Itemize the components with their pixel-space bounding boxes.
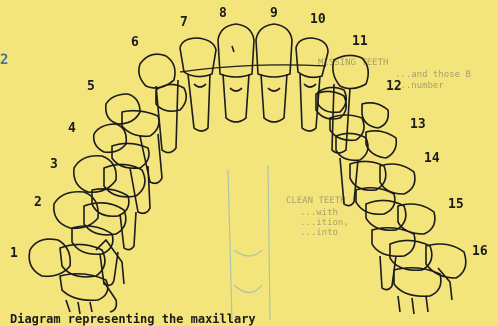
tooth-number-5: 5: [87, 79, 95, 94]
tooth-number-8: 8: [219, 6, 227, 21]
tooth-number-6: 6: [131, 35, 139, 50]
tooth-7: [180, 38, 216, 131]
tooth-4: [94, 124, 150, 213]
tooth-8: [218, 24, 254, 122]
tooth-number-15: 15: [448, 197, 464, 212]
tooth-number-13: 13: [410, 117, 426, 132]
tooth-number-12: 12: [386, 79, 402, 94]
tooth-number-14: 14: [424, 151, 440, 166]
tooth-number-4: 4: [68, 121, 76, 136]
tooth-5: [106, 94, 162, 183]
pen-marks: [228, 165, 270, 320]
tooth-1: [29, 239, 124, 314]
tooth-number-7: 7: [180, 15, 188, 30]
tooth-number-1: 1: [10, 246, 18, 261]
tooth-13: [336, 131, 396, 206]
tooth-number-10: 10: [310, 12, 326, 27]
tooth-number-16: 16: [472, 244, 488, 259]
tooth-14: [350, 161, 415, 214]
tooth-number-9: 9: [270, 6, 278, 21]
tooth-number-11: 11: [352, 34, 368, 49]
tooth-16: [390, 240, 466, 314]
tooth-number-3: 3: [50, 157, 58, 172]
tooth-number-2: 2: [34, 195, 42, 210]
tooth-9: [256, 24, 292, 122]
diagram-caption: Diagram representing the maxillary: [10, 312, 256, 326]
